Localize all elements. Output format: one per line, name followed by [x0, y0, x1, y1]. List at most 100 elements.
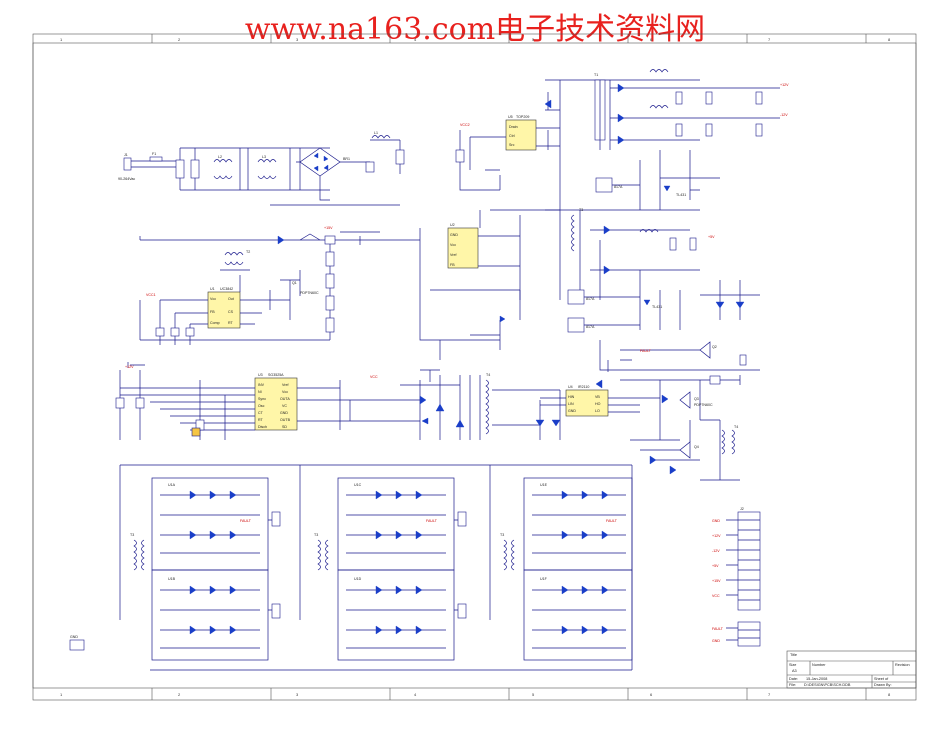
pin-u3-disch: Disch: [258, 425, 267, 429]
label-tl431-mid: TL431: [652, 305, 662, 309]
col-top-6: 6: [650, 37, 653, 42]
label-t1: T1: [594, 73, 598, 77]
ic-u3-sg3525a: [254, 377, 298, 431]
conn2-fault: FAULT: [712, 627, 724, 631]
pin-u3-outa: OUTA: [280, 397, 290, 401]
label-q4: Q4: [694, 445, 699, 449]
tb-number-label: Number: [812, 663, 826, 667]
col-bot-4: 4: [414, 692, 417, 697]
col-top-5: 5: [532, 37, 535, 42]
label-u1-part: UC3842: [220, 287, 233, 291]
label-t-right: T3: [500, 533, 504, 537]
rail-vcc2-top: VCC2: [460, 123, 470, 127]
ic-u4-ir2110: [565, 389, 609, 417]
hv-stack-left: U1A U1B T3 FAULT: [119, 464, 632, 671]
label-l3: L3: [262, 155, 266, 159]
ic-u1-uc3842: [207, 291, 241, 329]
label-u1d: U1D: [354, 577, 362, 581]
label-u4: U4: [568, 385, 573, 389]
col-bot-8: 8: [888, 692, 891, 697]
tb-revision-label: Revision: [895, 663, 910, 667]
pin-u4-ho: HO: [595, 402, 601, 406]
rail-p15: +15V: [324, 226, 333, 230]
pin-u3-inv: INV: [258, 383, 265, 387]
pin-u5-drain: Drain: [509, 125, 518, 129]
ir2110-driver-block: U4 IR2110 HIN LIN GND VB HO LO Q3 PDP7N6…: [540, 375, 741, 481]
drawing-frame-inner: [32, 42, 917, 689]
output-connector-j3: FAULT GND: [712, 621, 761, 647]
col-bot-1: 1: [60, 692, 63, 697]
rail-p12v-out: +12V: [780, 83, 789, 87]
column-markers-top: 1 2 3 4 5 6 7 8: [60, 34, 891, 43]
label-u5-part: TOP209: [516, 115, 529, 119]
label-tl431-top: TL431: [676, 193, 686, 197]
label-u1a: U1A: [168, 483, 176, 487]
pin-u2-vref: Vref: [450, 253, 456, 257]
label-u5: U5: [508, 115, 513, 119]
col-bot-6: 6: [650, 692, 653, 697]
label-q1: Q1: [292, 281, 297, 285]
label-opto-u3: 817A: [614, 185, 623, 189]
pin-u4-lo: LO: [595, 409, 600, 413]
column-markers-bottom: 1 2 3 4 5 6 7 8: [60, 688, 891, 700]
pin-u3-sd: SD: [282, 425, 287, 429]
label-q3-ptr: PDP7N60C: [694, 403, 713, 407]
rail-vcc-mid: VCC: [370, 375, 378, 379]
label-opto-mid2: 817A: [586, 325, 595, 329]
title-block: Title Size A3 Number Revision Date: 15-J…: [786, 650, 917, 689]
tb-title-label: Title: [790, 653, 797, 657]
pin-u1-cs: CS: [228, 310, 234, 314]
label-opto-mid1: 817A: [586, 297, 595, 301]
rail-p12v-mid: +12V: [125, 365, 134, 369]
watermark-banner: www.na163.com电子技术资料网: [244, 12, 706, 47]
col-bot-5: 5: [532, 692, 535, 697]
label-u2-mid: U2: [450, 223, 455, 227]
uc3842-block: T2 U1 UC3842 Vcc Out FB CS Comp RT PDP7N…: [139, 226, 420, 345]
ic-u5-top209: [505, 119, 537, 151]
conn-p12v: +12V: [712, 534, 721, 538]
label-t4-mid: T4: [486, 373, 490, 377]
pin-u2-fb: FB: [450, 263, 455, 267]
label-br1: BR1: [343, 157, 350, 161]
col-bot-3: 3: [296, 692, 299, 697]
pin-u1-vcc: Vcc: [210, 297, 216, 301]
label-t-center: T3: [314, 533, 318, 537]
ac-input-emi-filter: J1 90-264Vac F1 L2 L3 BR1 L1: [118, 131, 405, 206]
col-top-8: 8: [888, 37, 891, 42]
label-l2: L2: [218, 155, 222, 159]
pin-u2-gnd: GND: [450, 233, 458, 237]
pin-u3-gnd: GND: [280, 411, 288, 415]
pin-u4-gnd: GND: [568, 409, 576, 413]
col-top-7: 7: [768, 37, 771, 42]
pin-u1-comp: Comp: [210, 321, 220, 325]
label-u3: U3: [258, 373, 263, 377]
label-fault-center: FAULT: [426, 519, 438, 523]
col-top-3: 3: [296, 37, 299, 42]
pin-u3-sync: Sync: [258, 397, 266, 401]
pin-u3-ninv: NI: [258, 390, 262, 394]
pin-u3-vref: Vref: [282, 383, 288, 387]
label-fault-left: FAULT: [240, 519, 252, 523]
label-t4-drv: T4: [734, 425, 738, 429]
tb-file-value: D:\DESIGN\PCB\SCH.DDB: [804, 683, 851, 687]
drawing-frame-outer: [32, 33, 917, 701]
rail-p5v: +5V: [708, 235, 715, 239]
label-ir2110: IR2110: [578, 385, 589, 389]
label-u2-part: SG3525A: [268, 373, 284, 377]
pin-u3-rt: RT: [258, 418, 264, 422]
hv-stack-right: U1E U1F T3 FAULT: [489, 465, 633, 670]
pin-u3-outb: OUTB: [280, 418, 291, 422]
label-l1: L1: [374, 131, 378, 135]
label-t-left: T3: [130, 533, 134, 537]
tb-size-value: A3: [792, 669, 797, 673]
pin-u2-vcc: Vcc: [450, 243, 456, 247]
tb-size-label: Size: [789, 663, 796, 667]
tb-date-value: 15-Jan-2008: [806, 677, 827, 681]
ground-ref-box: [69, 639, 85, 651]
aux-flyback-block: U5 TOP209 Drain Ctrl Src T1 +12V -12V 81…: [455, 69, 789, 211]
rail-m12v-out: -12V: [780, 113, 788, 117]
conn-m12v: -12V: [712, 549, 720, 553]
label-f1: F1: [152, 152, 156, 156]
label-t2: T2: [246, 250, 250, 254]
